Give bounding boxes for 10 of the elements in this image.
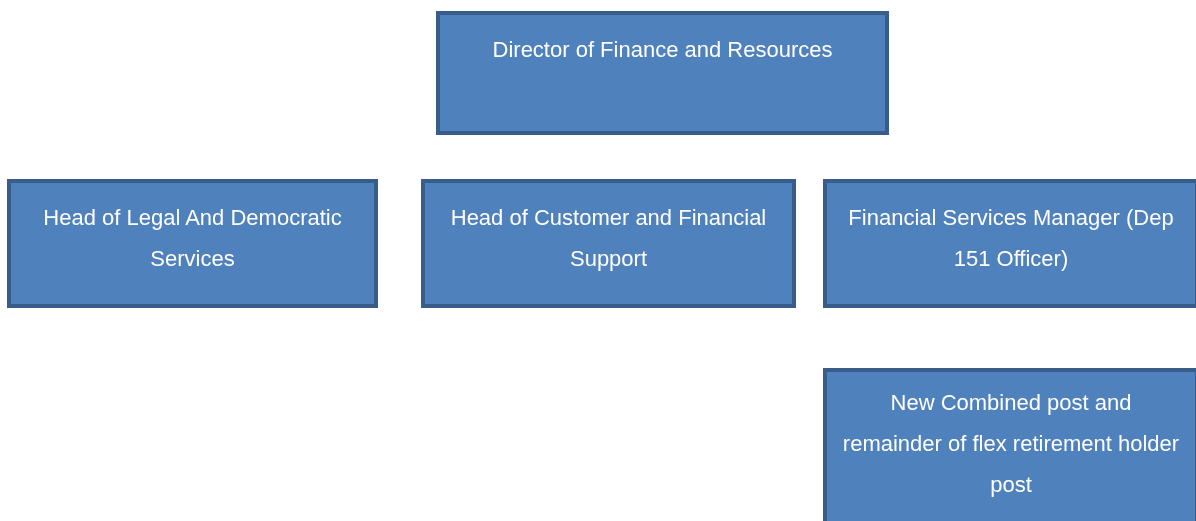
org-box [823,179,1196,308]
box-title: Head of Customer and Financial Support [449,204,768,273]
org-box [436,11,889,135]
org-box [421,179,796,308]
org-box [7,179,378,308]
box-title: New Combined post and remainder of flex retirement holder post [841,389,1181,499]
box-title: Financial Services Manager (Dep 151 Officer) [847,204,1175,273]
org-box [823,368,1196,521]
box-title: Director of Finance and Resources [491,36,834,64]
box-title: Head of Legal And Democratic Services [42,204,343,273]
